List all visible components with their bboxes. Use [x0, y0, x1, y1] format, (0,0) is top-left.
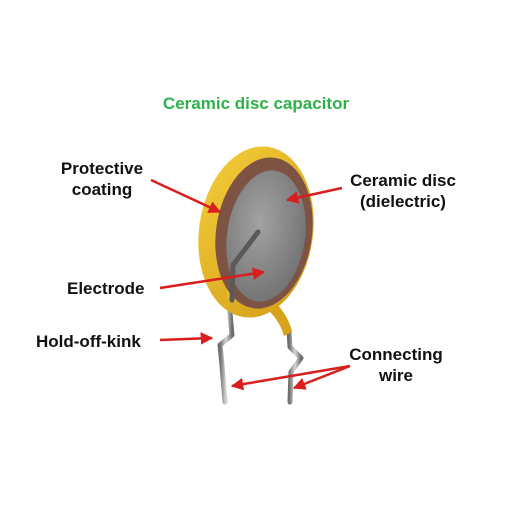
arrow-electrode [159, 267, 266, 290]
label-connecting-wire: Connecting wire [338, 344, 454, 386]
label-protective-coating-line2: coating [71, 180, 133, 199]
lead-wire [229, 229, 261, 303]
annotation-arrows [150, 178, 351, 391]
label-protective-coating-line1: Protective [60, 159, 144, 178]
label-ceramic-disc-line2: (dielectric) [360, 192, 446, 211]
connecting-wires [217, 299, 304, 405]
label-ceramic-disc-line1: Ceramic disc [350, 171, 456, 190]
arrow-wire-right [292, 364, 351, 390]
label-electrode: Electrode [67, 279, 145, 298]
arrow-hold-off-kink [159, 332, 214, 345]
arrow-ceramic-disc [285, 186, 343, 204]
right-wire [286, 327, 304, 405]
arrow-wire-left [230, 364, 351, 391]
label-hold-off-kink: Hold-off-kink [36, 332, 141, 351]
label-connecting-wire-line1: Connecting [349, 345, 443, 364]
label-ceramic-disc: Ceramic disc (dielectric) [340, 170, 466, 212]
left-wire [217, 299, 235, 405]
arrow-protective-coating [150, 178, 222, 214]
diagram-title: Ceramic disc capacitor [162, 94, 350, 113]
label-connecting-wire-line2: wire [378, 366, 414, 385]
label-protective-coating: Protective coating [54, 158, 150, 200]
